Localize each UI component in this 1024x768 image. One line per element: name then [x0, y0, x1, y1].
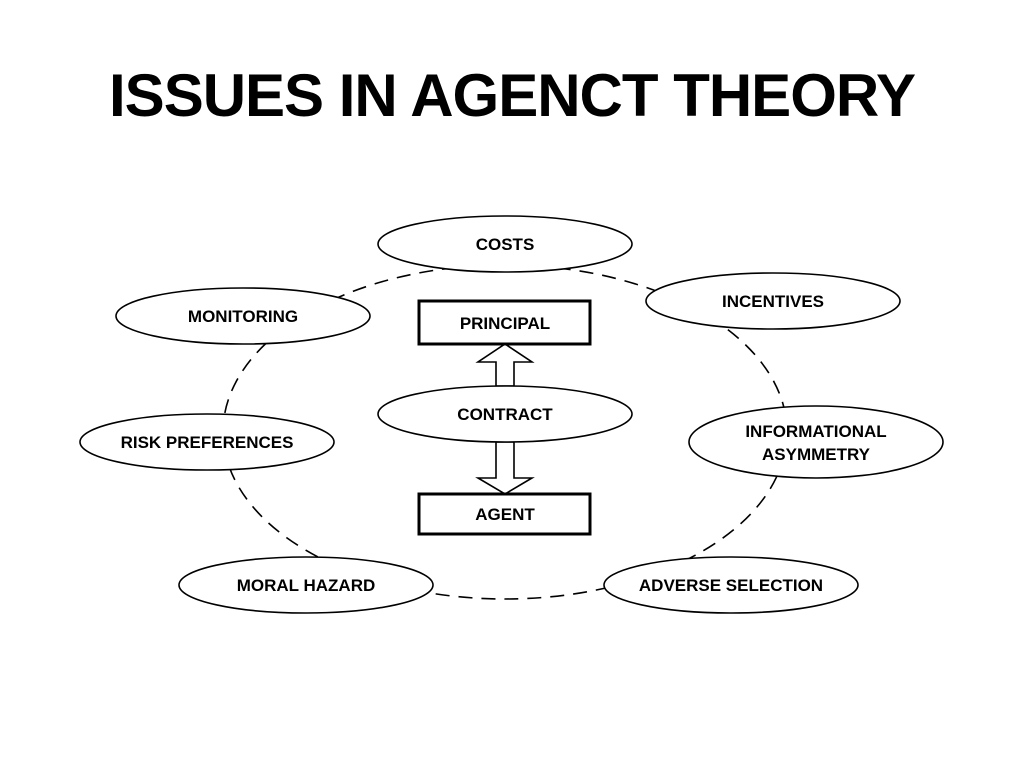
issue-moral-hazard: MORAL HAZARD	[178, 556, 434, 614]
agent-box: AGENT	[417, 492, 592, 536]
asymmetry-label: ASYMMETRY	[762, 445, 871, 464]
contract-label: CONTRACT	[457, 405, 553, 424]
incentives-label: INCENTIVES	[722, 292, 824, 311]
costs-label: COSTS	[476, 235, 535, 254]
informational-label: INFORMATIONAL	[745, 422, 886, 441]
principal-box: PRINCIPAL	[417, 299, 592, 346]
arrow-down-to-agent	[475, 441, 535, 495]
slide-title: ISSUES IN AGENCT THEORY	[109, 62, 916, 129]
agent-label: AGENT	[475, 505, 535, 524]
risk-preferences-label: RISK PREFERENCES	[121, 433, 294, 452]
issue-risk-preferences: RISK PREFERENCES	[79, 413, 335, 471]
issue-incentives: INCENTIVES	[645, 272, 901, 330]
issue-informational-asymmetry: INFORMATIONAL ASYMMETRY	[688, 405, 944, 479]
arrow-up-to-principal	[475, 343, 535, 387]
contract-node: CONTRACT	[377, 385, 633, 443]
principal-label: PRINCIPAL	[460, 314, 550, 333]
moral-hazard-label: MORAL HAZARD	[237, 576, 376, 595]
issue-adverse-selection: ADVERSE SELECTION	[603, 556, 859, 614]
issue-monitoring: MONITORING	[115, 287, 371, 345]
adverse-selection-label: ADVERSE SELECTION	[639, 576, 823, 595]
issue-costs: COSTS	[377, 215, 633, 273]
monitoring-label: MONITORING	[188, 307, 298, 326]
